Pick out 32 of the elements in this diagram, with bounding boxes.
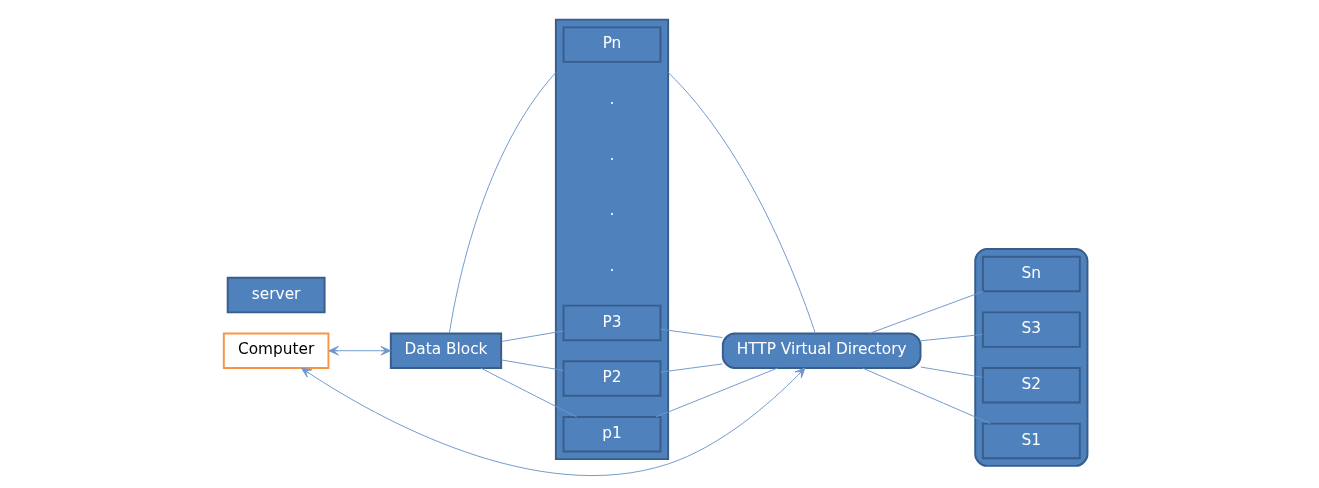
connector [660,328,723,339]
node-box: HTTP Virtual Directory [721,332,922,369]
node-box: S1 [981,422,1081,460]
node-box: Data Block [389,332,503,369]
label: . [609,256,615,275]
node-box: Computer [222,332,330,369]
node-box: S3 [981,311,1081,348]
connector [501,359,564,371]
arrow [328,345,391,356]
node-box: p1 [562,416,662,453]
connector [869,290,984,334]
connector [501,330,564,342]
arrow [301,367,806,476]
connector [660,363,723,373]
connector [655,367,779,418]
connector [448,71,557,334]
cluster [974,248,1089,467]
node-box: Sn [981,255,1081,293]
connector [920,334,984,342]
connector [861,367,991,425]
connector [480,367,578,418]
node-box: server [226,276,326,314]
node-box: P2 [562,360,662,397]
label: . [609,89,615,108]
node-box: Pn [562,26,662,63]
label: . [609,145,615,164]
connector [920,366,984,378]
cluster [554,18,670,461]
node-box: P3 [562,304,662,342]
label: . [609,201,615,220]
connector [667,71,816,334]
node-box: S2 [981,367,1081,404]
